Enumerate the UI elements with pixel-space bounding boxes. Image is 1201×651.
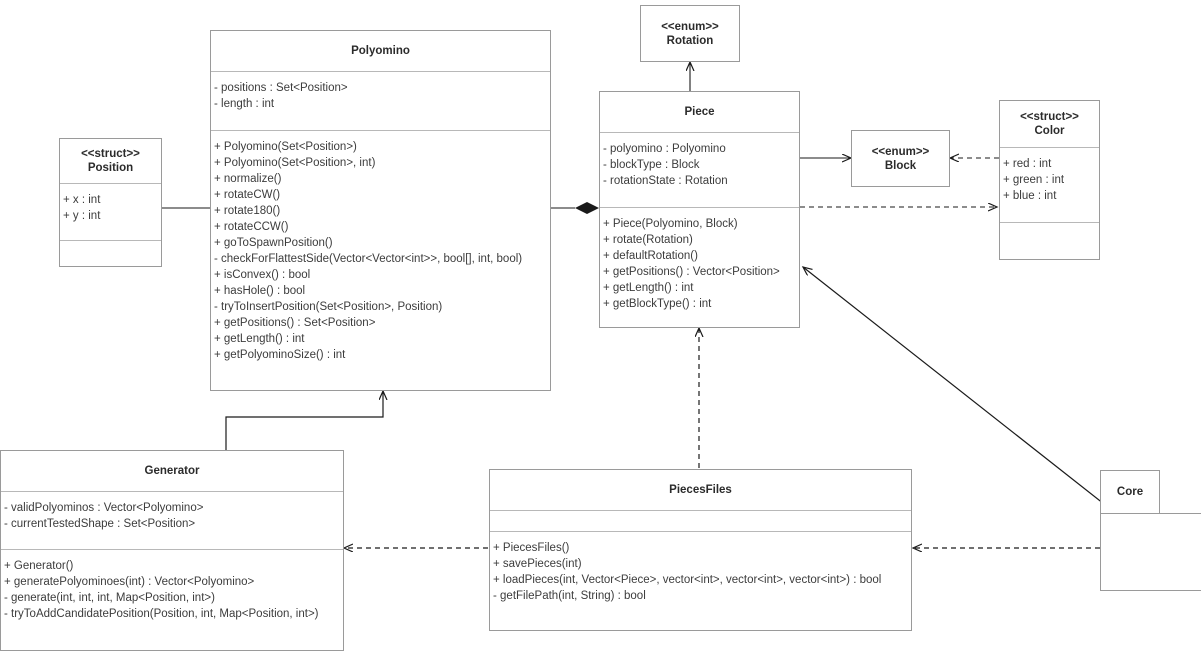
method-row: - tryToAddCandidatePosition(Position, in… bbox=[4, 608, 319, 620]
class-name-polyomino: Polyomino bbox=[351, 45, 410, 57]
method-row: + loadPieces(int, Vector<Piece>, vector<… bbox=[493, 574, 882, 586]
class-title-rotation: <<enum>> Rotation bbox=[641, 6, 739, 61]
class-stereotype-position: <<struct>> bbox=[81, 148, 140, 160]
method-row: + rotateCCW() bbox=[214, 221, 289, 233]
class-stereotype-rotation: <<enum>> bbox=[661, 20, 719, 33]
method-row: - getFilePath(int, String) : bool bbox=[493, 590, 646, 602]
method-row: + getLength() : int bbox=[603, 282, 694, 294]
class-title-position: <<struct>> Position bbox=[60, 139, 161, 183]
class-box-piece[interactable]: Piece - polyomino : Polyomino - blockTyp… bbox=[599, 91, 800, 328]
attribute-row: + blue : int bbox=[1003, 190, 1057, 202]
edge-generator-polyomino bbox=[225, 391, 383, 450]
attribute-row: + y : int bbox=[63, 210, 101, 222]
class-name-rotation: Rotation bbox=[666, 34, 714, 47]
class-methods-position bbox=[60, 240, 161, 267]
class-title-generator: Generator bbox=[1, 451, 343, 491]
method-row: - generate(int, int, int, Map<Position, … bbox=[4, 592, 215, 604]
class-methods-piecesfiles: + PiecesFiles() + savePieces(int) + load… bbox=[490, 531, 911, 630]
attribute-row: + green : int bbox=[1003, 174, 1065, 186]
method-row: + getPolyominoSize() : int bbox=[214, 349, 346, 361]
class-box-polyomino[interactable]: Polyomino - positions : Set<Position> - … bbox=[210, 30, 551, 391]
class-attributes-piece: - polyomino : Polyomino - blockType : Bl… bbox=[600, 132, 799, 207]
class-box-piecesfiles[interactable]: PiecesFiles + PiecesFiles() + savePieces… bbox=[489, 469, 912, 631]
class-box-position[interactable]: <<struct>> Position + x : int + y : int bbox=[59, 138, 162, 267]
class-methods-color bbox=[1000, 222, 1099, 259]
edge-piece-polyomino bbox=[551, 202, 599, 214]
class-stereotype-block: <<enum>> bbox=[871, 145, 930, 158]
class-title-block: <<enum>> Block bbox=[852, 131, 949, 186]
attribute-row: - length : int bbox=[214, 98, 275, 110]
method-row: + isConvex() : bool bbox=[214, 269, 311, 281]
class-title-color: <<struct>> Color bbox=[1000, 101, 1099, 147]
attribute-row: - polyomino : Polyomino bbox=[603, 143, 726, 155]
class-name-position: Position bbox=[87, 162, 134, 174]
method-row: + Generator() bbox=[4, 560, 74, 572]
method-row: + Polyomino(Set<Position>) bbox=[214, 141, 357, 153]
class-attributes-generator: - validPolyominos : Vector<Polyomino> - … bbox=[1, 491, 343, 549]
class-name-block: Block bbox=[884, 159, 917, 172]
attribute-row: - positions : Set<Position> bbox=[214, 82, 348, 94]
class-attributes-position: + x : int + y : int bbox=[60, 183, 161, 240]
attribute-row: - validPolyominos : Vector<Polyomino> bbox=[4, 502, 204, 514]
class-box-core[interactable]: Core bbox=[1100, 470, 1160, 514]
method-row: + rotate(Rotation) bbox=[603, 234, 693, 246]
method-row: + normalize() bbox=[214, 173, 282, 185]
class-title-polyomino: Polyomino bbox=[211, 31, 550, 71]
method-row: + getPositions() : Set<Position> bbox=[214, 317, 376, 329]
method-row: + rotateCW() bbox=[214, 189, 281, 201]
class-methods-generator: + Generator() + generatePolyominoes(int)… bbox=[1, 549, 343, 651]
class-name-piece: Piece bbox=[684, 106, 715, 118]
class-attributes-piecesfiles bbox=[490, 510, 911, 531]
class-box-rotation[interactable]: <<enum>> Rotation bbox=[640, 5, 740, 62]
class-box-color[interactable]: <<struct>> Color + red : int + green : i… bbox=[999, 100, 1100, 260]
attribute-row: + red : int bbox=[1003, 158, 1052, 170]
class-name-piecesfiles: PiecesFiles bbox=[669, 484, 732, 496]
class-box-block[interactable]: <<enum>> Block bbox=[851, 130, 950, 187]
attribute-row: - blockType : Block bbox=[603, 159, 700, 171]
class-box-generator[interactable]: Generator - validPolyominos : Vector<Pol… bbox=[0, 450, 344, 651]
method-row: + hasHole() : bool bbox=[214, 285, 306, 297]
method-row: + getPositions() : Vector<Position> bbox=[603, 266, 780, 278]
method-row: + getBlockType() : int bbox=[603, 298, 712, 310]
class-title-piece: Piece bbox=[600, 92, 799, 132]
method-row: + Polyomino(Set<Position>, int) bbox=[214, 157, 376, 169]
class-box-core-body[interactable] bbox=[1100, 513, 1201, 591]
class-attributes-polyomino: - positions : Set<Position> - length : i… bbox=[211, 71, 550, 130]
class-name-generator: Generator bbox=[144, 465, 200, 477]
method-row: + generatePolyominoes(int) : Vector<Poly… bbox=[4, 576, 255, 588]
class-attributes-color: + red : int + green : int + blue : int bbox=[1000, 147, 1099, 222]
method-row: + goToSpawnPosition() bbox=[214, 237, 333, 249]
class-methods-polyomino: + Polyomino(Set<Position>) + Polyomino(S… bbox=[211, 130, 550, 391]
method-row: + Piece(Polyomino, Block) bbox=[603, 218, 738, 230]
method-row: + savePieces(int) bbox=[493, 558, 582, 570]
attribute-row: + x : int bbox=[63, 194, 101, 206]
method-row: + rotate180() bbox=[214, 205, 281, 217]
method-row: + getLength() : int bbox=[214, 333, 305, 345]
class-name-color: Color bbox=[1034, 125, 1065, 137]
class-name-core: Core bbox=[1116, 486, 1144, 498]
method-row: + defaultRotation() bbox=[603, 250, 698, 262]
attribute-row: - rotationState : Rotation bbox=[603, 175, 728, 187]
method-row: - checkForFlattestSide(Vector<Vector<int… bbox=[214, 253, 523, 265]
class-methods-piece: + Piece(Polyomino, Block) + rotate(Rotat… bbox=[600, 207, 799, 328]
class-title-core: Core bbox=[1101, 471, 1159, 513]
class-stereotype-color: <<struct>> bbox=[1020, 111, 1079, 123]
method-row: + PiecesFiles() bbox=[493, 542, 570, 554]
class-title-piecesfiles: PiecesFiles bbox=[490, 470, 911, 510]
method-row: - tryToInsertPosition(Set<Position>, Pos… bbox=[214, 301, 443, 313]
attribute-row: - currentTestedShape : Set<Position> bbox=[4, 518, 196, 530]
